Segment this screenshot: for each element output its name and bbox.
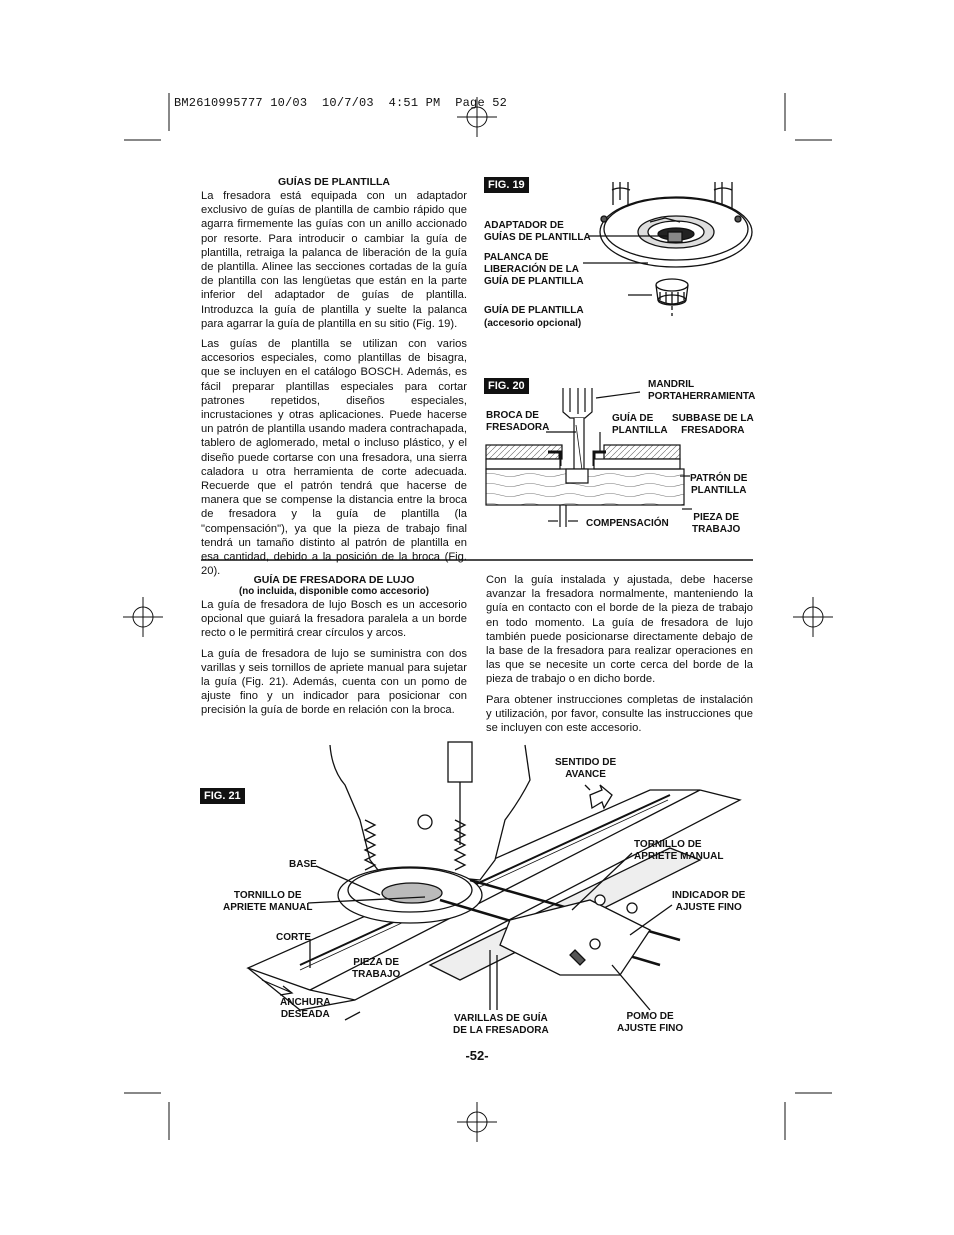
- label-router-bit: BROCA DE FRESADORA: [486, 410, 550, 433]
- paragraph: La fresadora está equipada con un adapta…: [201, 190, 467, 330]
- label-template-guide: GUÍA DE PLANTILLA: [612, 413, 668, 436]
- page-number: -52-: [465, 1048, 489, 1063]
- deluxe-guide-usage: Con la guía instalada y ajustada, debe h…: [486, 573, 753, 741]
- label-workpiece: PIEZA DE TRABAJO: [692, 512, 741, 535]
- section-heading: GUÍAS DE PLANTILLA: [278, 176, 390, 188]
- label-cut: CORTE: [276, 932, 311, 943]
- label-thumbscrew-left: TORNILLO DE APRIETE MANUAL: [223, 890, 313, 913]
- label-collet: MANDRIL PORTAHERRAMIENTA: [648, 379, 756, 402]
- paragraph: La guía de fresadora de lujo se suminist…: [201, 647, 467, 717]
- label-feed-direction: SENTIDO DE AVANCE: [555, 757, 617, 780]
- paragraph: Para obtener instrucciones completas de …: [486, 693, 753, 735]
- label-base: BASE: [289, 859, 317, 870]
- label-guide-rods: VARILLAS DE GUÍA DE LA FRESADORA: [453, 1013, 549, 1036]
- figure-tag: FIG. 21: [200, 788, 245, 804]
- label-offset: COMPENSACIÓN: [586, 518, 669, 529]
- label-template-guide: GUÍA DE PLANTILLA: [484, 305, 584, 316]
- figure-tag: FIG. 20: [484, 378, 529, 394]
- label-thumbscrew-right: TORNILLO DE APRIETE MANUAL: [634, 839, 724, 862]
- label-fine-adjust-indicator: INDICADOR DE AJUSTE FINO: [672, 890, 746, 913]
- label-workpiece: PIEZA DE TRABAJO: [352, 957, 401, 980]
- paragraph: La guía de fresadora de lujo Bosch es un…: [201, 599, 467, 640]
- print-header: BM2610995777 10/03 10/7/03 4:51 PM Page …: [174, 96, 508, 110]
- section-heading: GUÍA DE FRESADORA DE LUJO: [253, 574, 415, 586]
- section-subheading: (no incluida, disponible como accesorio): [239, 586, 429, 597]
- paragraph: Las guías de plantilla se utilizan con v…: [201, 338, 467, 578]
- label-subbase: SUBBASE DE LA FRESADORA: [672, 413, 754, 436]
- label-fine-adjust-knob: POMO DE AJUSTE FINO: [617, 1011, 684, 1034]
- figure-tag: FIG. 19: [484, 177, 529, 193]
- label-optional-accessory: (accesorio opcional): [484, 318, 582, 329]
- label-template-pattern: PATRÓN DE PLANTILLA: [690, 473, 748, 496]
- deluxe-guide-section: GUÍA DE FRESADORA DE LUJO (no incluida, …: [201, 574, 467, 724]
- label-release-lever: PALANCA DE LIBERACIÓN DE LA GUÍA DE PLAN…: [484, 252, 584, 287]
- label-desired-width: ANCHURA DESEADA: [280, 997, 331, 1020]
- template-guides-section: GUÍAS DE PLANTILLA La fresadora está equ…: [201, 176, 467, 584]
- label-adapter: ADAPTADOR DE GUÍAS DE PLANTILLA: [484, 220, 591, 243]
- paragraph: Con la guía instalada y ajustada, debe h…: [486, 574, 753, 686]
